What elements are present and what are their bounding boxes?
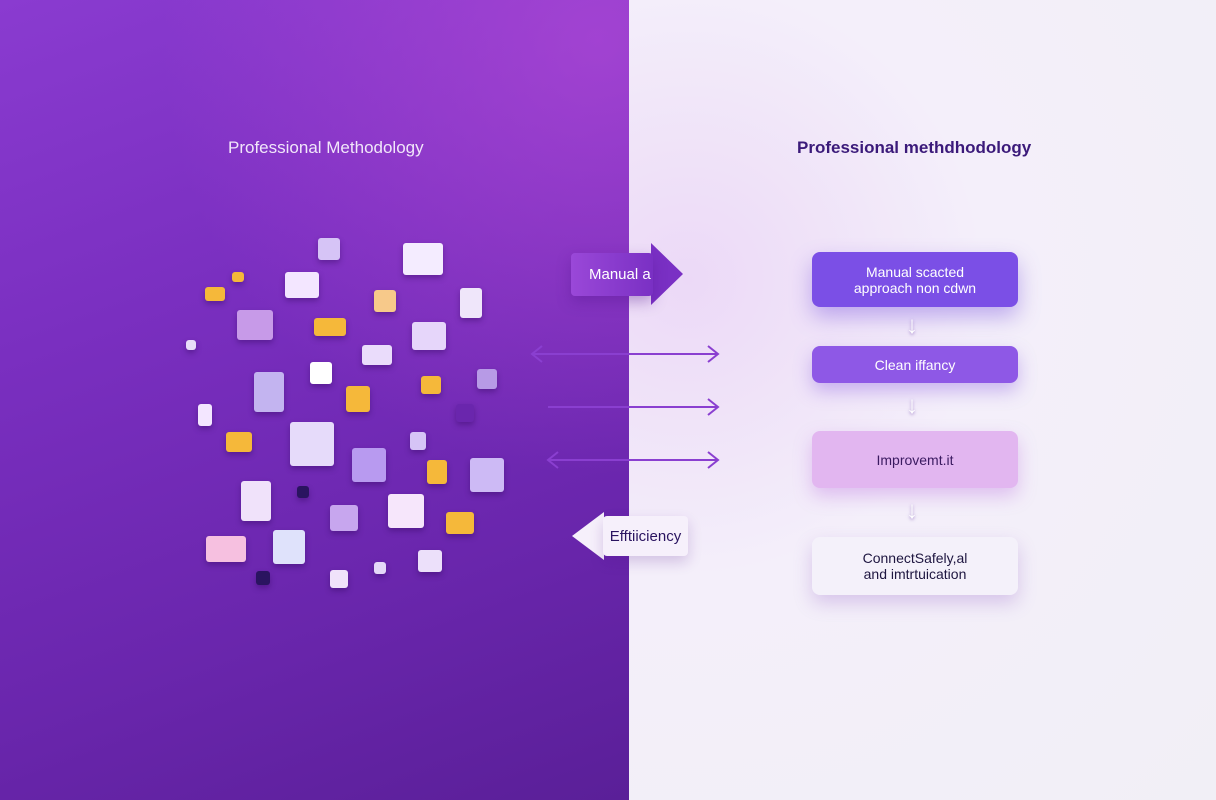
isometric-object-icon [330, 570, 348, 588]
step-text: ConnectSafely,al [862, 550, 968, 566]
isometric-object-icon [256, 571, 270, 585]
isometric-object-icon [427, 460, 447, 484]
isometric-object-icon [418, 550, 442, 572]
isometric-object-icon [410, 432, 426, 450]
right-panel [629, 0, 1216, 800]
isometric-object-icon [374, 290, 396, 312]
step-text: Clean iffancy [874, 356, 956, 373]
isometric-object-icon [206, 536, 246, 562]
isometric-object-icon [273, 530, 305, 564]
backward-arrow-head-icon [572, 512, 604, 560]
isometric-object-icon [456, 404, 474, 422]
down-arrow-icon: ↓ [906, 392, 918, 419]
isometric-object-icon [421, 376, 441, 394]
isometric-object-icon [285, 272, 319, 298]
isometric-object-icon [330, 505, 358, 531]
isometric-object-icon [352, 448, 386, 482]
isometric-object-icon [232, 272, 244, 282]
isometric-object-icon [403, 243, 443, 275]
isometric-object-icon [290, 422, 334, 466]
step-text: and imtrtuication [863, 566, 967, 582]
forward-arrow-head-icon [651, 243, 683, 305]
step-text: Manual scacted [865, 263, 965, 280]
left-panel [0, 0, 629, 800]
isometric-object-icon [314, 318, 346, 336]
flow-step-3: Improvemt.it [812, 431, 1018, 488]
isometric-object-icon [412, 322, 446, 350]
isometric-object-icon [198, 404, 212, 426]
isometric-object-icon [388, 494, 424, 528]
isometric-object-icon [460, 288, 482, 318]
isometric-object-icon [446, 512, 474, 534]
isometric-object-icon [297, 486, 309, 498]
isometric-object-icon [237, 310, 273, 340]
step-text: approach non cdwn [853, 279, 977, 296]
forward-arrow-label: Manual a [571, 253, 653, 296]
flow-step-2: Clean iffancy [812, 346, 1018, 383]
backward-arrow-label: Efftiiciency [603, 516, 688, 556]
isometric-object-icon [470, 458, 504, 492]
isometric-object-icon [254, 372, 284, 412]
isometric-object-icon [241, 481, 271, 521]
isometric-object-icon [346, 386, 370, 412]
isometric-object-icon [186, 340, 196, 350]
right-title: Professional methdhodology [797, 138, 1032, 157]
left-title: Professional Methodology [228, 138, 424, 157]
isometric-object-icon [318, 238, 340, 260]
down-arrow-icon: ↓ [906, 312, 918, 339]
step-text: Improvemt.it [876, 451, 954, 468]
isometric-object-icon [226, 432, 252, 452]
isometric-object-icon [205, 287, 225, 301]
down-arrow-icon: ↓ [906, 497, 918, 524]
isometric-object-icon [310, 362, 332, 384]
isometric-object-icon [477, 369, 497, 389]
isometric-object-icon [362, 345, 392, 365]
isometric-object-icon [374, 562, 386, 574]
